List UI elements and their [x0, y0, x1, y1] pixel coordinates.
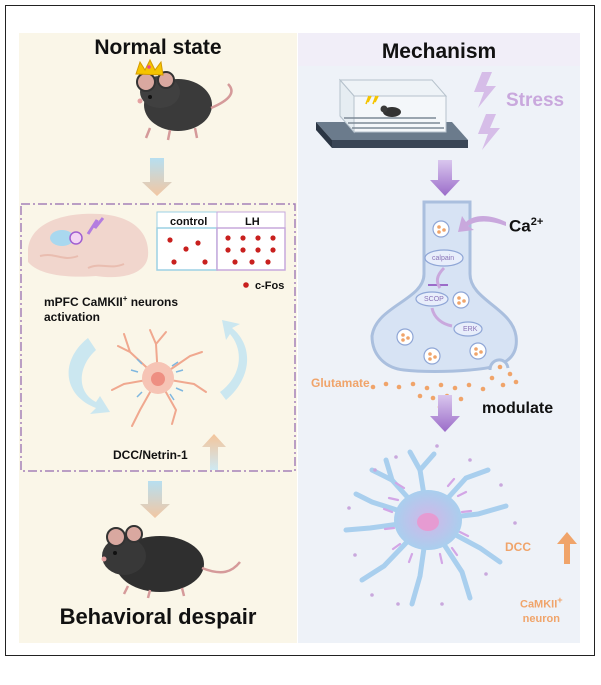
cycle-arrow-left: [68, 338, 110, 414]
cfos-legend-label: c-Fos: [255, 280, 285, 292]
dcc-label: DCC: [505, 540, 531, 554]
activation-label-after: neurons: [127, 295, 179, 309]
camkii-neuron-illustration: [343, 444, 517, 607]
camkii-neuron-label-line2: neuron: [522, 612, 560, 625]
cycle-arrow-right: [220, 320, 248, 400]
cfos-comparison-table: [156, 211, 286, 288]
dcc-netrin-label: DCC/Netrin-1: [113, 448, 188, 462]
camkii-neuron-label-line1: CaMKII: [520, 598, 558, 611]
figure-frame: [5, 5, 595, 656]
stress-down-arrow: [430, 160, 460, 196]
dcc-up-arrow-left: [202, 434, 226, 470]
calcium-charge: 2+: [530, 216, 544, 228]
dcc-up-arrow-right: [557, 532, 577, 564]
normal-state-title: Normal state: [94, 36, 222, 59]
synaptic-terminal-illustration: [370, 200, 518, 373]
calcium-ion: Ca: [509, 216, 531, 236]
brain-illustration: [28, 213, 149, 278]
lightning-icon: [474, 72, 496, 108]
small-neuron-illustration: [111, 329, 207, 427]
activation-label: mPFC CaMKII+ neurons activation: [44, 291, 178, 325]
calcium-label: Ca2+: [509, 216, 543, 237]
lh-label: LH: [245, 216, 260, 228]
camkii-neuron-label: CaMKII+ neuron: [520, 593, 563, 626]
mechanism-title: Mechanism: [381, 40, 497, 63]
behavioral-despair-title: Behavioral despair: [59, 604, 257, 629]
activation-label-line2: activation: [44, 310, 101, 324]
mechanism-title-bar: [298, 33, 580, 66]
down-arrow-1: [142, 158, 172, 196]
glutamate-release-dots: [370, 364, 519, 410]
activation-box: [20, 203, 296, 472]
glutamate-label: Glutamate: [311, 376, 370, 390]
camkii-neuron-label-sup: +: [557, 595, 563, 605]
activation-label-sup: +: [122, 294, 128, 303]
activation-label-line1: mPFC CaMKII: [44, 295, 123, 309]
modulate-down-arrow: [430, 395, 460, 432]
calcium-influx-arrow: [458, 216, 506, 232]
down-arrow-2: [140, 481, 170, 518]
erk-label: ERK: [463, 326, 478, 333]
lightning-icon: [478, 114, 500, 150]
stress-label: Stress: [506, 90, 565, 111]
calpain-label: calpain: [432, 255, 455, 262]
scop-label: SCOP: [424, 296, 444, 303]
shock-apparatus-illustration: [316, 78, 468, 148]
despair-mouse-illustration: [101, 525, 241, 599]
control-label: control: [170, 216, 208, 228]
modulate-label: modulate: [482, 400, 554, 417]
crowned-mouse-illustration: [135, 58, 233, 141]
